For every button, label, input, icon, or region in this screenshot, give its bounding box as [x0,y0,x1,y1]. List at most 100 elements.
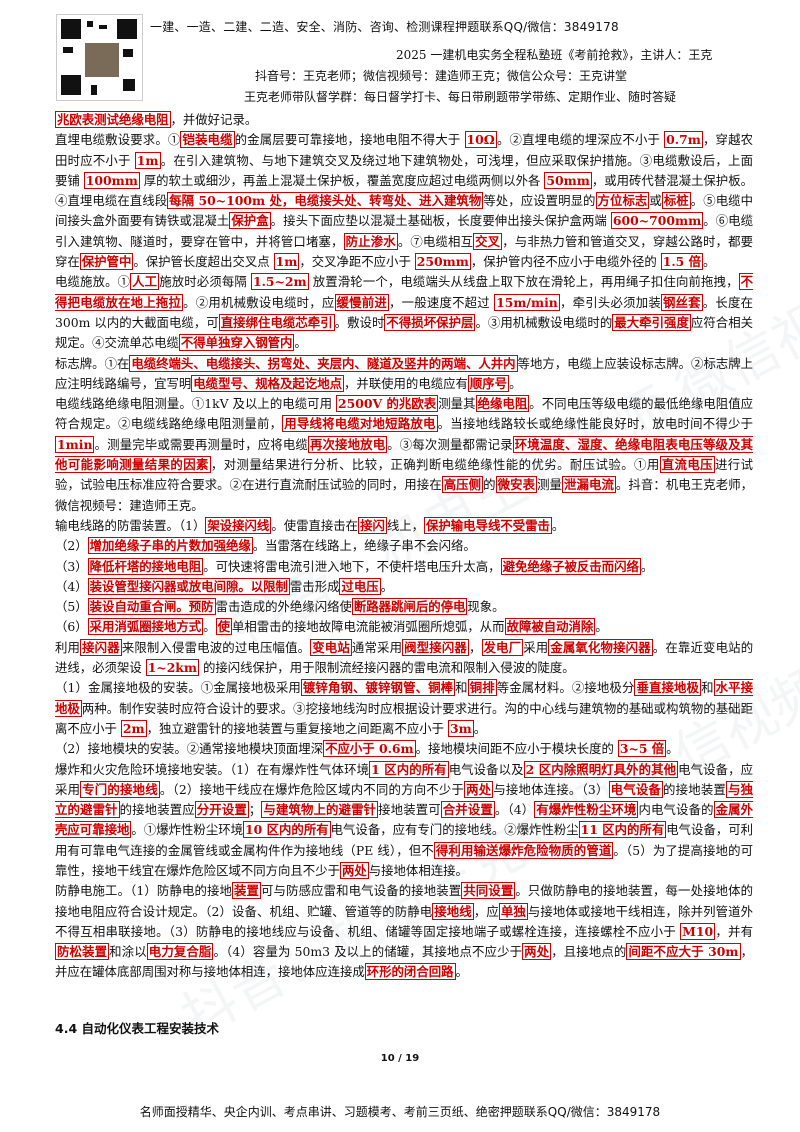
highlighted-keyword: 两处 [522,943,552,961]
text-run: 。保护管长度超出交叉点 [133,254,274,270]
paragraph: （4）装设管型接闪器或放电间隙。以限制雷击形成过电压。 [55,577,753,597]
text-run: 的接地装置应 [119,802,195,818]
text-run: 。敷设时 [334,314,385,330]
highlighted-keyword: 50mm [544,171,592,189]
text-run: ，或用砖代替混凝土保护板。④直埋电缆在直线段 [55,172,753,209]
text-run: ，与非热力管和管道交叉，穿越公路时，都要穿在 [55,233,754,270]
text-run: 放置滑轮一个，电缆端头从线盘上取下放在滑轮上，再用绳子扣住向前拖拽， [308,274,739,290]
text-run: 电气设备以及 [448,761,524,777]
highlighted-keyword: 接闪器 [80,638,122,656]
highlighted-keyword: 直流电压 [659,456,715,474]
paragraph: （2）接地模块的安装。②通常接地模块顶面埋深不应小于 0.6m。接地模块间距不应… [55,739,753,759]
avatar [83,41,121,79]
highlighted-keyword: 环形的闭合回路 [364,963,456,981]
text-run: （4） [55,578,88,594]
highlighted-keyword: 过电压 [339,577,381,595]
highlighted-keyword: 不得把电缆放在地上拖拉 [55,273,753,311]
text-run: 。当雷落在线路上，绝缘子串不会闪络。 [252,538,476,554]
text-run: 测量其 [438,396,476,412]
highlighted-keyword: 电缆型号、规格及起讫地点 [191,374,344,392]
text-run: 。 [380,578,394,594]
text-run: ，交叉净距不应小于 [299,254,415,270]
paragraph: 输电线路的防雷装置。（1）架设接闪线。使雷直接击在接闪线上，保护输电导线不受雷击… [55,516,753,536]
footer: 名师面授精华、央企内训、考点串讲、习题模考、考前三页纸、绝密押题联系QQ/微信：… [139,1105,661,1119]
text-run: 等地方，电缆上应装设标志牌。②标志牌上应注明线路编号，宜写明 [55,355,754,391]
highlighted-keyword: 再次接地放电 [307,435,388,453]
highlighted-keyword: 变电站 [310,638,352,656]
text-run: ，保护管内径不应小于电缆外径的 [470,254,661,270]
text-run: 。在靠近变电站的进线，必须架设 [55,639,754,676]
text-run: 。⑥电缆引入建筑物、隧道时，要穿在管中，并将管口堵塞， [55,213,754,249]
highlighted-keyword: 降低杆塔的接地电阻 [87,557,204,575]
text-run: 。 [702,254,716,270]
text-run: 。 [551,517,565,533]
paragraph: （2）增加绝缘子串的片数加强绝缘。当雷落在线路上，绝缘子串不会闪络。 [55,536,753,556]
highlighted-keyword: 保护管中 [79,253,134,271]
text-run: 。⑦电缆相互 [397,233,474,249]
highlighted-keyword: 人工 [130,273,160,291]
highlighted-keyword: 铜排 [467,679,497,697]
text-run: 。 [473,720,487,736]
text-run: 。只做防静电的接地装置，每一处接地体的接地电阻应符合设计规定。（2）设备、机组、… [55,883,754,919]
highlighted-keyword: 两处 [339,861,369,879]
highlighted-keyword: 10 区内的所有 [243,821,331,839]
highlighted-keyword: 故障被自动消除 [504,618,596,636]
text-run: 的接地装置 [663,781,727,797]
highlighted-keyword: 泄漏电流 [562,476,616,494]
text-run: （2）接地模块的安装。②通常接地模块顶面埋深 [55,741,324,757]
highlighted-keyword: 垂直接地极 [634,679,702,697]
highlighted-keyword: 专门的接地线 [80,780,160,798]
text-run: 防静电施工。（1）防静电的接地 [55,883,233,899]
highlighted-keyword: 阀型接闪器 [402,638,469,656]
text-run: 雷击造成的外绝缘闪络使 [215,599,352,615]
text-run: 。使雷直接击在 [271,517,359,533]
text-run: 电缆施放。① [55,274,131,290]
text-run: 。当接地线路较长或绝缘性能良好时，放电时间不得少于 [437,416,753,432]
text-run: 电气设备，可利用有可靠电气连接的金属管线或金属构件作为接地线（PE 线），但不 [55,822,754,858]
text-run: ， [468,639,482,655]
highlighted-keyword: 不得单独穿入钢管内 [178,334,295,352]
text-run: 。（4）容量为 50m3 及以上的储罐，其接地点不应少于 [213,944,523,960]
text-run: 与接地体连接。（3） [493,781,609,797]
highlighted-keyword: 直接绑住电缆芯牵引 [218,313,335,331]
highlighted-keyword: 3m [447,719,474,737]
paragraph: （1）金属接地极的安装。①金属接地极采用镀锌角钢、镀锌钢管、铜棒和铜排等金属材料… [55,678,754,739]
paragraph: 防静电施工。（1）防静电的接地装置可与防感应雷和电气设备的接地装置共同设置。只做… [55,881,753,982]
highlighted-keyword: 金属氧化物接闪器 [548,638,653,656]
text-run: 进行试验，试验电压标准应符合要求。②在进行直流耐压试验的同时，用接在 [55,457,754,493]
text-run: 两种。制作安装时应符合设计的要求。③挖接地线沟时应根据设计要求进行。沟的中心线与… [55,700,753,736]
text-run: 。 [294,335,307,351]
text-run: 。不同电压等级电缆的最低绝缘电阻值应符合规定。②电缆线路绝缘电阻测量前， [55,396,754,432]
text-run: 或 [649,193,662,209]
highlighted-keyword: 2500V 的兆欧表 [336,395,439,413]
text-run: 。（2）接地干线应在爆炸危险区域内不同的方向不少于 [159,781,465,797]
highlighted-keyword: 架设接闪线 [205,516,272,534]
highlighted-keyword: 最大牵引强度 [612,313,691,331]
text-run: 电缆线路绝缘电阻测量。①1kV 及以上的电缆可用 [55,396,336,412]
highlighted-keyword: 1 区内的所有 [369,760,449,778]
text-run: 电气设备，应采用 [55,761,754,797]
highlighted-keyword: 不得损坏保护层 [384,313,476,331]
highlighted-keyword: 装设管型接闪器或放电间隙。以限制 [87,577,290,595]
highlighted-keyword: 电缆终端头、电缆接头、拐弯处、夹层内、隧道及竖井的两端、人井内 [129,354,518,372]
paragraph: 兆欧表测试绝缘电阻，并做好记录。 [55,110,753,130]
highlighted-keyword: 每隔 50~100m 处，电缆接头处、转弯处、进入建筑物 [167,192,484,210]
text-run: 的 [483,477,496,493]
page-number: 10 / 19 [380,1053,420,1064]
highlighted-keyword: 防松装置 [55,943,110,961]
highlighted-keyword: 绝缘电阻 [475,395,530,413]
highlighted-keyword: 电气设备 [608,780,664,798]
text-run: ，并联使用的电缆应有 [343,375,468,391]
highlighted-keyword: 方位标志 [595,192,650,210]
highlighted-keyword: 环境温度、湿度、绝缘电阻表电压等级及其他可能影响测量结果的因素 [55,435,754,474]
text-run: 与接地体相连接。 [368,862,468,878]
text-run: 和 [701,680,714,696]
paragraph: 利用接闪器来限制入侵雷电波的过电压幅值。变电站通常采用阀型接闪器，发电厂采用金属… [55,638,753,679]
highlighted-keyword: 保护输电导线不受雷击 [424,516,552,534]
highlighted-keyword: 2 区内除照明灯具外的其他 [523,760,679,778]
text-run: 电气设备，应有专门的接地线。②爆炸性粉尘 [330,822,579,838]
